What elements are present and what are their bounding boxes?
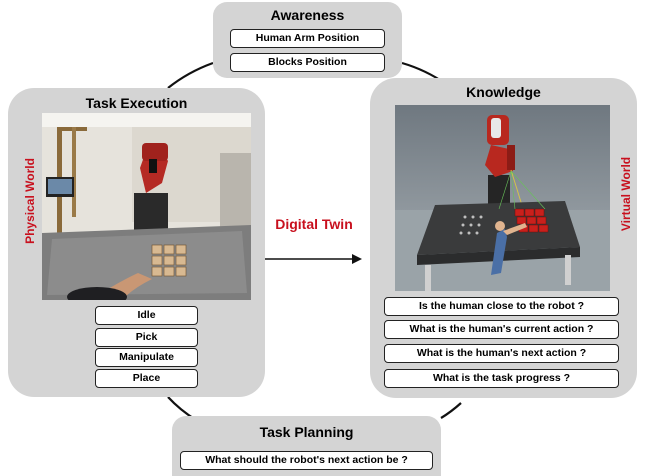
question-next-robot-action: What should the robot's next action be ? (180, 451, 433, 470)
task-planning-panel: Task Planning What should the robot's ne… (172, 416, 441, 476)
physical-world-label: Physical World (23, 158, 37, 244)
question-task-progress: What is the task progress ? (384, 369, 619, 388)
awareness-item-human-arm: Human Arm Position (230, 29, 385, 48)
digital-twin-label: Digital Twin (275, 216, 353, 232)
awareness-panel: Awareness Human Arm Position Blocks Posi… (213, 2, 402, 78)
state-manipulate: Manipulate (95, 348, 198, 367)
virtual-robot-render (395, 105, 610, 291)
question-current-action: What is the human's current action ? (384, 320, 619, 339)
state-idle: Idle (95, 306, 198, 325)
question-human-close: Is the human close to the robot ? (384, 297, 619, 316)
knowledge-panel: Knowledge Virtual World (370, 78, 637, 398)
awareness-item-blocks: Blocks Position (230, 53, 385, 72)
state-place: Place (95, 369, 198, 388)
virtual-world-label: Virtual World (619, 156, 633, 232)
task-execution-title: Task Execution (85, 95, 188, 111)
knowledge-title: Knowledge (466, 84, 541, 100)
state-pick: Pick (95, 328, 198, 347)
arc-knowledge-to-planning (440, 402, 462, 419)
question-next-action: What is the human's next action ? (384, 344, 619, 363)
physical-robot-photo (42, 113, 251, 300)
arc-awareness-to-execution (167, 61, 214, 89)
awareness-title: Awareness (270, 7, 345, 23)
digital-twin-arrow (248, 254, 362, 264)
task-execution-panel: Task Execution Physical World (8, 88, 265, 397)
task-planning-title: Task Planning (259, 424, 354, 440)
